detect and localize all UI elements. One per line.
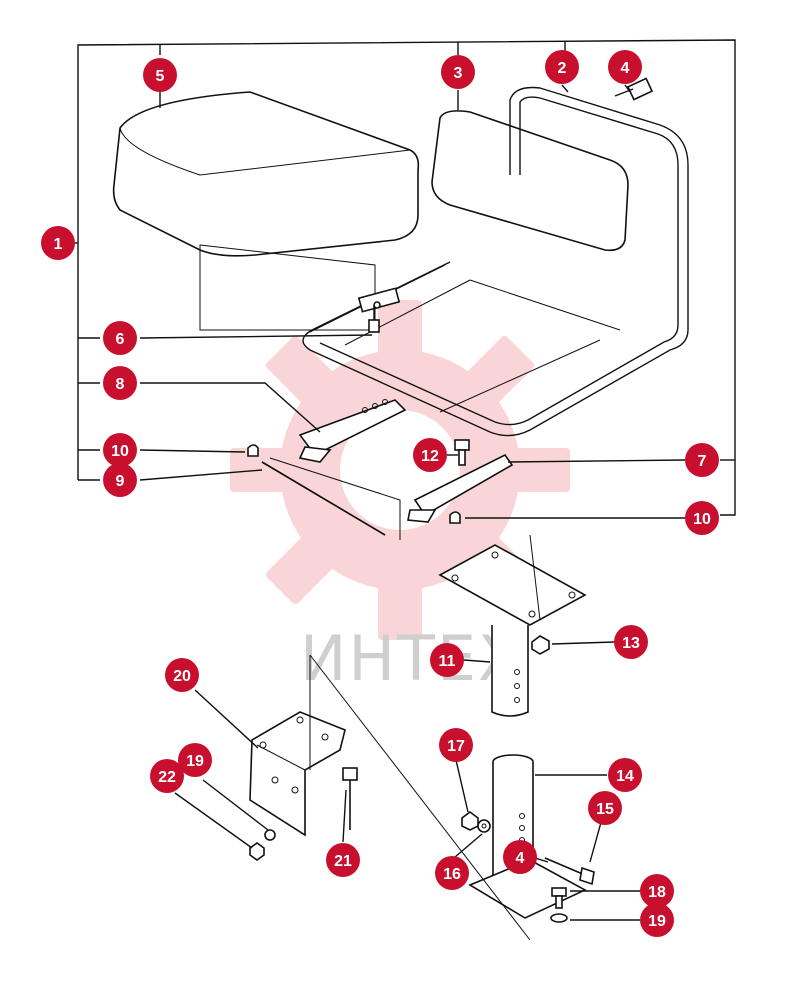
bolt-12 (454, 439, 470, 466)
callout-2: 2 (545, 50, 579, 84)
callout-6: 6 (103, 321, 137, 355)
nut-17 (461, 811, 479, 831)
callout-9: 9 (103, 463, 137, 497)
callout-4-bottom: 4 (503, 840, 537, 874)
callout-15: 15 (588, 791, 622, 825)
callout-21-label: 21 (334, 853, 352, 870)
clip-10-right (449, 511, 461, 524)
callout-1-label: 1 (54, 236, 63, 253)
callout-20: 20 (165, 658, 199, 692)
callout-6-label: 6 (116, 331, 125, 348)
callout-12: 12 (413, 438, 447, 472)
callout-4-top: 4 (608, 50, 642, 84)
callout-10-left: 10 (103, 433, 137, 467)
callout-19-right-label: 19 (648, 913, 666, 930)
callout-21: 21 (326, 843, 360, 877)
callout-13: 13 (614, 625, 648, 659)
nut-13 (531, 635, 550, 655)
callouts: 1 2 3 4 5 6 7 8 9 10 10 11 12 13 14 15 4… (41, 50, 719, 937)
callout-19-left: 19 (178, 743, 212, 777)
callout-15-label: 15 (596, 801, 614, 818)
callout-16-label: 16 (443, 866, 461, 883)
callout-11: 11 (430, 643, 464, 677)
callout-5: 5 (143, 58, 177, 92)
callout-12-label: 12 (421, 448, 439, 465)
callout-10-right-label: 10 (693, 511, 711, 528)
callout-10-right: 10 (685, 501, 719, 535)
callout-14: 14 (608, 758, 642, 792)
callout-5-label: 5 (156, 68, 165, 85)
bolt-15 (544, 857, 595, 886)
leader-lines (139, 84, 686, 921)
callout-10-left-label: 10 (111, 443, 129, 460)
bolt-4-top (614, 77, 654, 101)
nut-22 (249, 842, 265, 861)
backrest-cushion (431, 110, 629, 252)
bolt-21 (342, 767, 358, 830)
callout-4-top-label: 4 (621, 60, 630, 77)
callout-22-label: 22 (158, 769, 176, 786)
callout-1: 1 (41, 226, 75, 260)
support-tube (468, 754, 587, 919)
callout-14-label: 14 (616, 768, 634, 785)
clip-10-left (247, 444, 259, 457)
callout-16: 16 (435, 856, 469, 890)
assembly-bracket (70, 39, 736, 516)
callout-18-label: 18 (648, 884, 666, 901)
angle-bracket (249, 654, 531, 941)
bolt-18 (551, 887, 567, 909)
callout-20-label: 20 (173, 668, 191, 685)
watermark-text: ИНТЕХ (300, 622, 523, 695)
callout-2-label: 2 (558, 60, 567, 77)
bolt-6 (368, 305, 380, 333)
mounting-plate-post (438, 534, 587, 717)
slide-rail-left (298, 399, 407, 463)
callout-8-label: 8 (116, 376, 125, 393)
callout-19-right: 19 (640, 903, 674, 937)
washer-16 (477, 819, 491, 833)
callout-3: 3 (441, 55, 475, 89)
callout-7-label: 7 (698, 453, 707, 470)
callout-22: 22 (150, 759, 184, 793)
callout-13-label: 13 (622, 635, 640, 652)
callout-9-label: 9 (116, 473, 125, 490)
callout-17: 17 (439, 728, 473, 762)
callout-4-bottom-label: 4 (516, 850, 525, 867)
connecting-rod (261, 457, 401, 540)
callout-17-label: 17 (447, 738, 465, 755)
callout-8: 8 (103, 366, 137, 400)
callout-18: 18 (640, 874, 674, 908)
slide-rail-right (407, 453, 514, 523)
callout-19-left-label: 19 (186, 753, 204, 770)
washer-19-left (264, 829, 276, 841)
callout-11-label: 11 (439, 653, 456, 670)
callout-3-label: 3 (454, 65, 463, 82)
seat-cushion (112, 91, 420, 331)
washer-19-right (550, 913, 568, 923)
callout-7: 7 (685, 443, 719, 477)
